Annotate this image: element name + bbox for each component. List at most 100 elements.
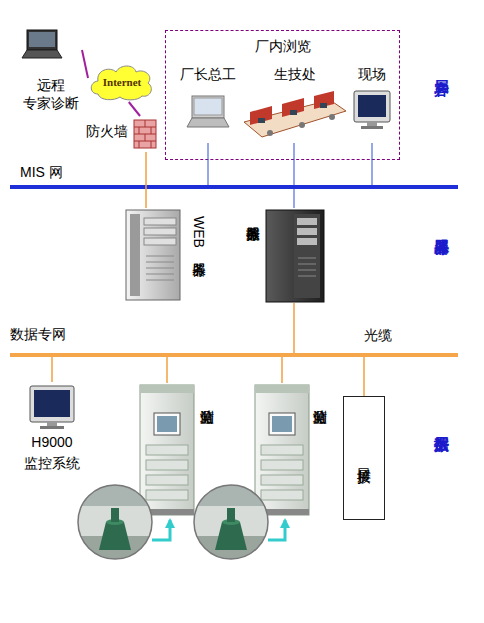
generator-photo bbox=[77, 484, 153, 560]
cabinet-icon bbox=[146, 475, 188, 485]
node-text: Internet bbox=[88, 73, 156, 91]
plant-browse-group: 厂内浏览厂长总工生技处现场 bbox=[165, 30, 400, 160]
web-server-icon bbox=[144, 228, 176, 235]
data-server-icon bbox=[298, 258, 316, 276]
generator-photo bbox=[193, 484, 269, 560]
data-server-icon bbox=[297, 218, 317, 225]
data-server-icon bbox=[297, 228, 317, 235]
laptop-icon bbox=[22, 30, 62, 58]
node-text: H9000 监控系统 bbox=[22, 432, 82, 474]
node-text: 防火墙 bbox=[86, 122, 128, 140]
office-desks-icon bbox=[250, 106, 272, 125]
monitoring-station: 监测分站 bbox=[138, 383, 218, 518]
office-desks-icon bbox=[329, 114, 335, 120]
monitor-icon bbox=[354, 91, 390, 122]
data-server-icon bbox=[266, 210, 324, 302]
internet-cloud: Internet bbox=[88, 62, 156, 102]
node-text: 生技处 bbox=[241, 65, 349, 83]
monitor-icon bbox=[40, 426, 64, 429]
data-server-icon bbox=[294, 214, 320, 298]
node-text: 现场 bbox=[351, 65, 393, 83]
connector-line bbox=[372, 143, 373, 185]
monitoring-station: 监测分站 bbox=[253, 383, 333, 518]
laptop-icon bbox=[27, 30, 57, 50]
firewall-icon bbox=[134, 120, 156, 148]
connector-line bbox=[293, 303, 295, 353]
connector-line bbox=[281, 357, 283, 383]
data-server-icon bbox=[266, 210, 324, 302]
node-text: 厂内浏览 bbox=[166, 37, 399, 55]
network-bus: 数据专网 bbox=[10, 353, 458, 357]
laptop-icon bbox=[187, 96, 229, 127]
cabinet-icon bbox=[255, 385, 309, 515]
laptop-icon bbox=[22, 50, 62, 58]
network-bus: MIS 网 bbox=[10, 185, 458, 189]
laptop-icon bbox=[192, 96, 224, 118]
connector-line bbox=[294, 189, 295, 208]
signal-arrow bbox=[268, 520, 285, 540]
generator-photo bbox=[193, 484, 269, 560]
office-desks-icon bbox=[258, 118, 265, 123]
office-desks-icon bbox=[290, 110, 297, 115]
office-desks-icon bbox=[244, 91, 346, 137]
generator-photo bbox=[215, 522, 247, 550]
cabinet-icon bbox=[146, 445, 188, 455]
node-text: 扩展接口 bbox=[344, 397, 384, 519]
cabinet-icon bbox=[140, 385, 194, 515]
office-desks-icon bbox=[282, 98, 304, 117]
node-text: 厂长总工 bbox=[179, 65, 237, 83]
monitor-icon bbox=[30, 386, 74, 422]
monitor-icon bbox=[367, 122, 377, 126]
cabinet-icon bbox=[261, 490, 303, 500]
cabinet-icon bbox=[272, 416, 292, 432]
connector-line bbox=[145, 152, 147, 208]
generator-photo bbox=[227, 508, 235, 522]
office-desks-icon bbox=[314, 91, 334, 109]
monitor-icon bbox=[358, 95, 386, 117]
office-desks-icon bbox=[320, 103, 327, 108]
cabinet-icon bbox=[157, 416, 177, 432]
connector-line bbox=[166, 357, 168, 383]
monitor-system-node: H9000 监控系统 bbox=[22, 382, 82, 474]
laptop-icon bbox=[187, 118, 229, 127]
cabinet-icon bbox=[269, 413, 295, 435]
connector-line bbox=[82, 50, 88, 78]
generator-photo bbox=[77, 484, 153, 506]
cabinet-icon bbox=[154, 413, 180, 435]
office-desks-icon bbox=[299, 122, 305, 128]
office-desks-icon bbox=[267, 130, 273, 136]
generator-photo bbox=[78, 485, 152, 559]
client-node: 厂长总工 bbox=[179, 63, 237, 143]
laptop-icon bbox=[29, 32, 55, 47]
firewall-icon bbox=[134, 120, 156, 148]
web-server-icon bbox=[126, 210, 180, 300]
cabinet-icon bbox=[140, 385, 194, 393]
firewall-node: 防火墙 bbox=[86, 116, 160, 152]
connector-line bbox=[363, 357, 365, 396]
web-server-icon bbox=[130, 214, 140, 296]
generator-photo bbox=[77, 484, 153, 560]
cabinet-icon bbox=[146, 460, 188, 470]
cabinet-icon bbox=[261, 475, 303, 485]
web-server-icon bbox=[144, 218, 176, 225]
monitor-icon bbox=[30, 386, 74, 429]
expansion-box: 扩展接口 bbox=[343, 396, 385, 520]
server-node: 数据服务器 bbox=[240, 208, 330, 303]
generator-photo bbox=[111, 508, 119, 522]
monitor-icon bbox=[34, 390, 70, 417]
generator-photo bbox=[193, 484, 269, 560]
cabinet-icon bbox=[255, 385, 309, 515]
web-server-icon bbox=[126, 210, 180, 300]
monitor-icon bbox=[354, 91, 390, 129]
cabinet-icon bbox=[140, 385, 194, 515]
connector-line bbox=[129, 102, 140, 116]
node-text: 远程 专家诊断 bbox=[20, 76, 82, 112]
monitor-icon bbox=[47, 422, 57, 426]
remote-expert-node: 远程 专家诊断 bbox=[20, 28, 82, 116]
connector-line bbox=[208, 143, 209, 185]
connector-line bbox=[51, 357, 53, 382]
client-node: 现场 bbox=[351, 63, 393, 143]
generator-photo bbox=[194, 485, 268, 559]
